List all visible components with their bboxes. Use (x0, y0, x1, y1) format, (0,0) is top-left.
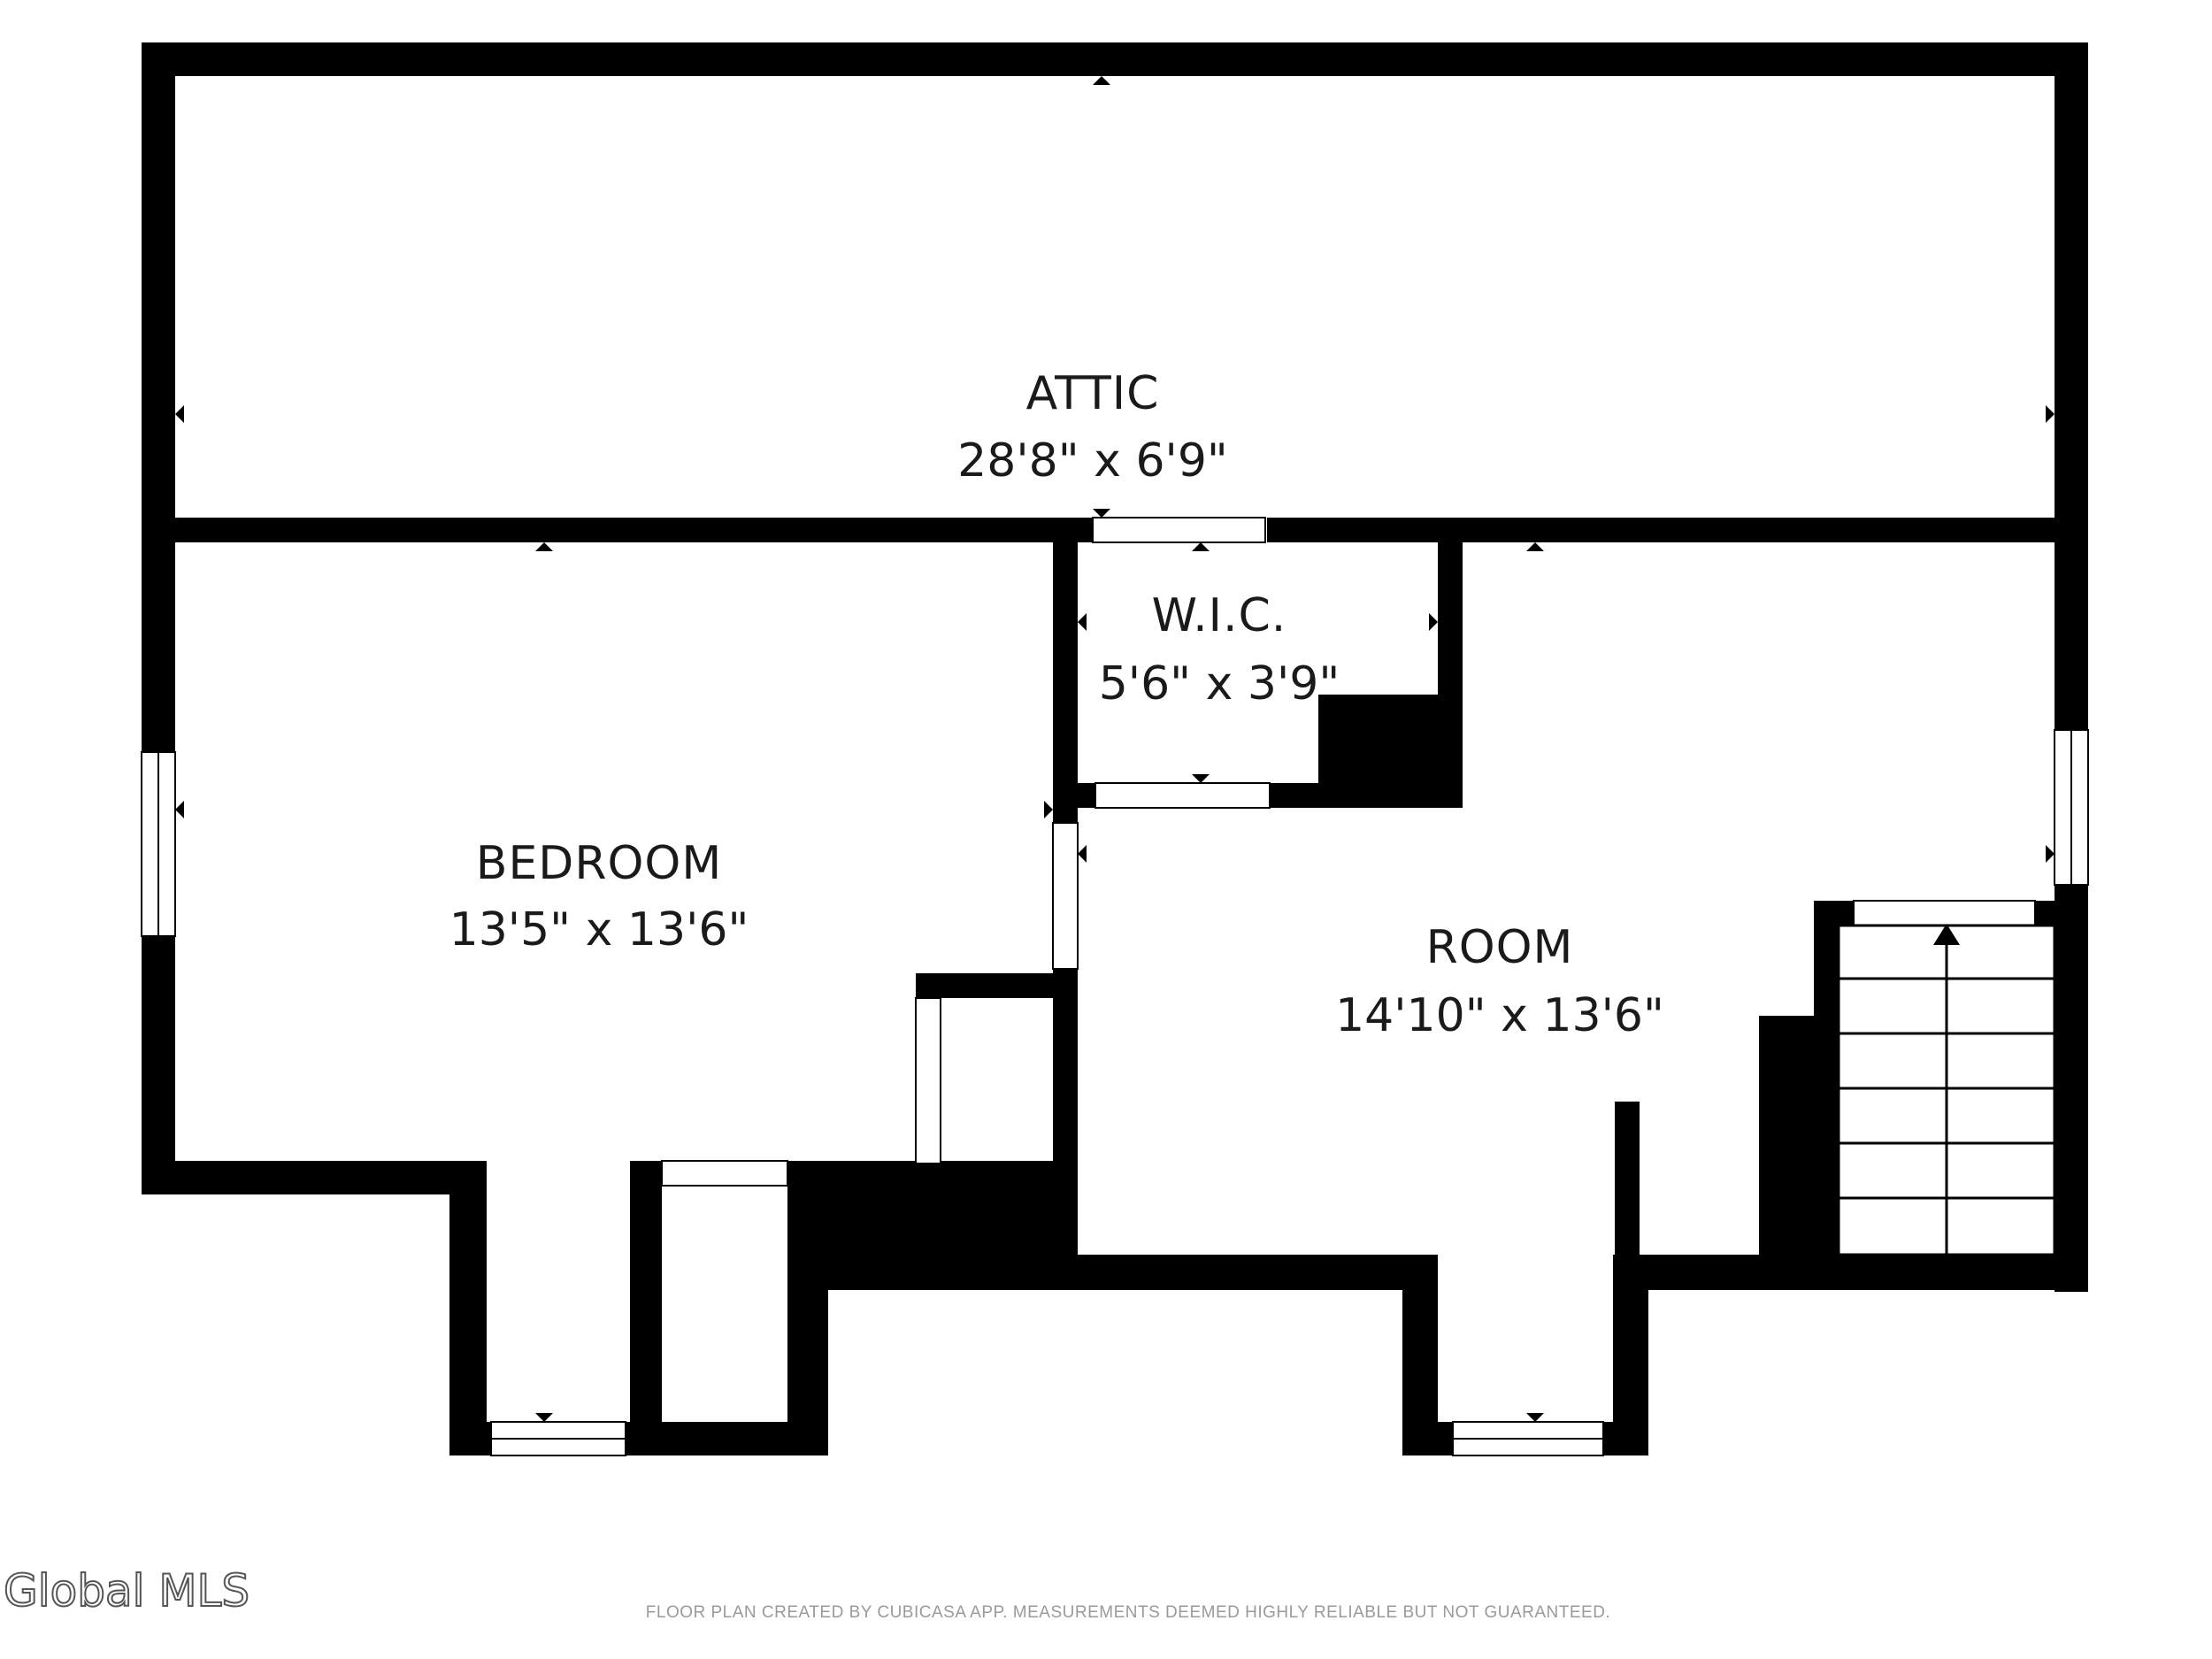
chimney-block (1318, 695, 1463, 808)
global-mls-logo: Global MLS (4, 1565, 250, 1617)
wall-stair-top-left (1814, 901, 1854, 926)
marker-icon (2046, 405, 2055, 423)
marker-icon (1526, 1413, 1544, 1422)
marker-icon (1093, 76, 1110, 85)
wall-attic-bottom-right (1267, 518, 2088, 542)
marker-icon (1078, 845, 1087, 863)
wall-room-stub (1615, 1102, 1640, 1256)
wic-top-door (1092, 517, 1266, 543)
bump1-opening (661, 1160, 788, 1187)
room-name: ROOM (1426, 921, 1574, 974)
wall-room-bottom-right (1613, 1255, 2088, 1290)
wic-bottom-door (1094, 782, 1271, 809)
stairs (1837, 924, 2056, 1256)
marker-icon (1526, 542, 1544, 551)
marker-icon (1044, 801, 1053, 818)
wall-right (2055, 42, 2088, 1292)
wall-left (142, 42, 175, 1194)
marker-icon (1078, 613, 1087, 631)
walls (142, 42, 2088, 1455)
attic-dims: 28'8" x 6'9" (957, 434, 1228, 488)
wall-top (142, 42, 2088, 76)
wall-bedroom-bottom-left (142, 1161, 487, 1194)
wall-wic-left (1053, 535, 1078, 823)
disclaimer-note: FLOOR PLAN CREATED BY CUBICASA APP. MEAS… (646, 1603, 1610, 1622)
wall-bump1-left (449, 1161, 487, 1455)
marker-icon (535, 1413, 553, 1422)
room-labels: ATTIC 28'8" x 6'9" W.I.C. 5'6" x 3'9" BE… (449, 367, 1664, 1042)
marker-icon (1192, 774, 1210, 783)
marker-icon (1429, 613, 1438, 631)
wall-wic-bottom-left (1053, 783, 1095, 808)
marker-icon (1093, 509, 1110, 518)
wall-stair-left-block (1759, 1016, 1839, 1272)
marker-icon (2046, 845, 2055, 863)
wall-stair-top-right (2035, 901, 2088, 926)
openings (141, 517, 2089, 1456)
bedroom-name: BEDROOM (476, 837, 722, 890)
marker-icon (175, 405, 184, 423)
room-dims: 14'10" x 13'6" (1335, 989, 1664, 1042)
marker-icon (175, 801, 184, 818)
wall-bump1-divider (630, 1161, 662, 1422)
attic-name: ATTIC (1026, 367, 1160, 420)
wall-middle-bottom (787, 1255, 1425, 1290)
stair-arrow-icon (1933, 924, 1960, 945)
wall-attic-bottom-left (142, 518, 1093, 542)
wic-name: W.I.C. (1152, 589, 1287, 642)
bedroom-closet-opening (915, 997, 941, 1164)
stair-top-opening (1853, 900, 2036, 926)
bedroom-dims: 13'5" x 13'6" (449, 903, 749, 956)
marker-icon (1192, 542, 1210, 551)
bedroom-closet-top (916, 973, 1078, 998)
wic-dims: 5'6" x 3'9" (1099, 657, 1340, 710)
dimension-markers (175, 76, 2055, 1422)
marker-icon (535, 542, 553, 551)
bedroom-room-doorway (1052, 822, 1079, 970)
